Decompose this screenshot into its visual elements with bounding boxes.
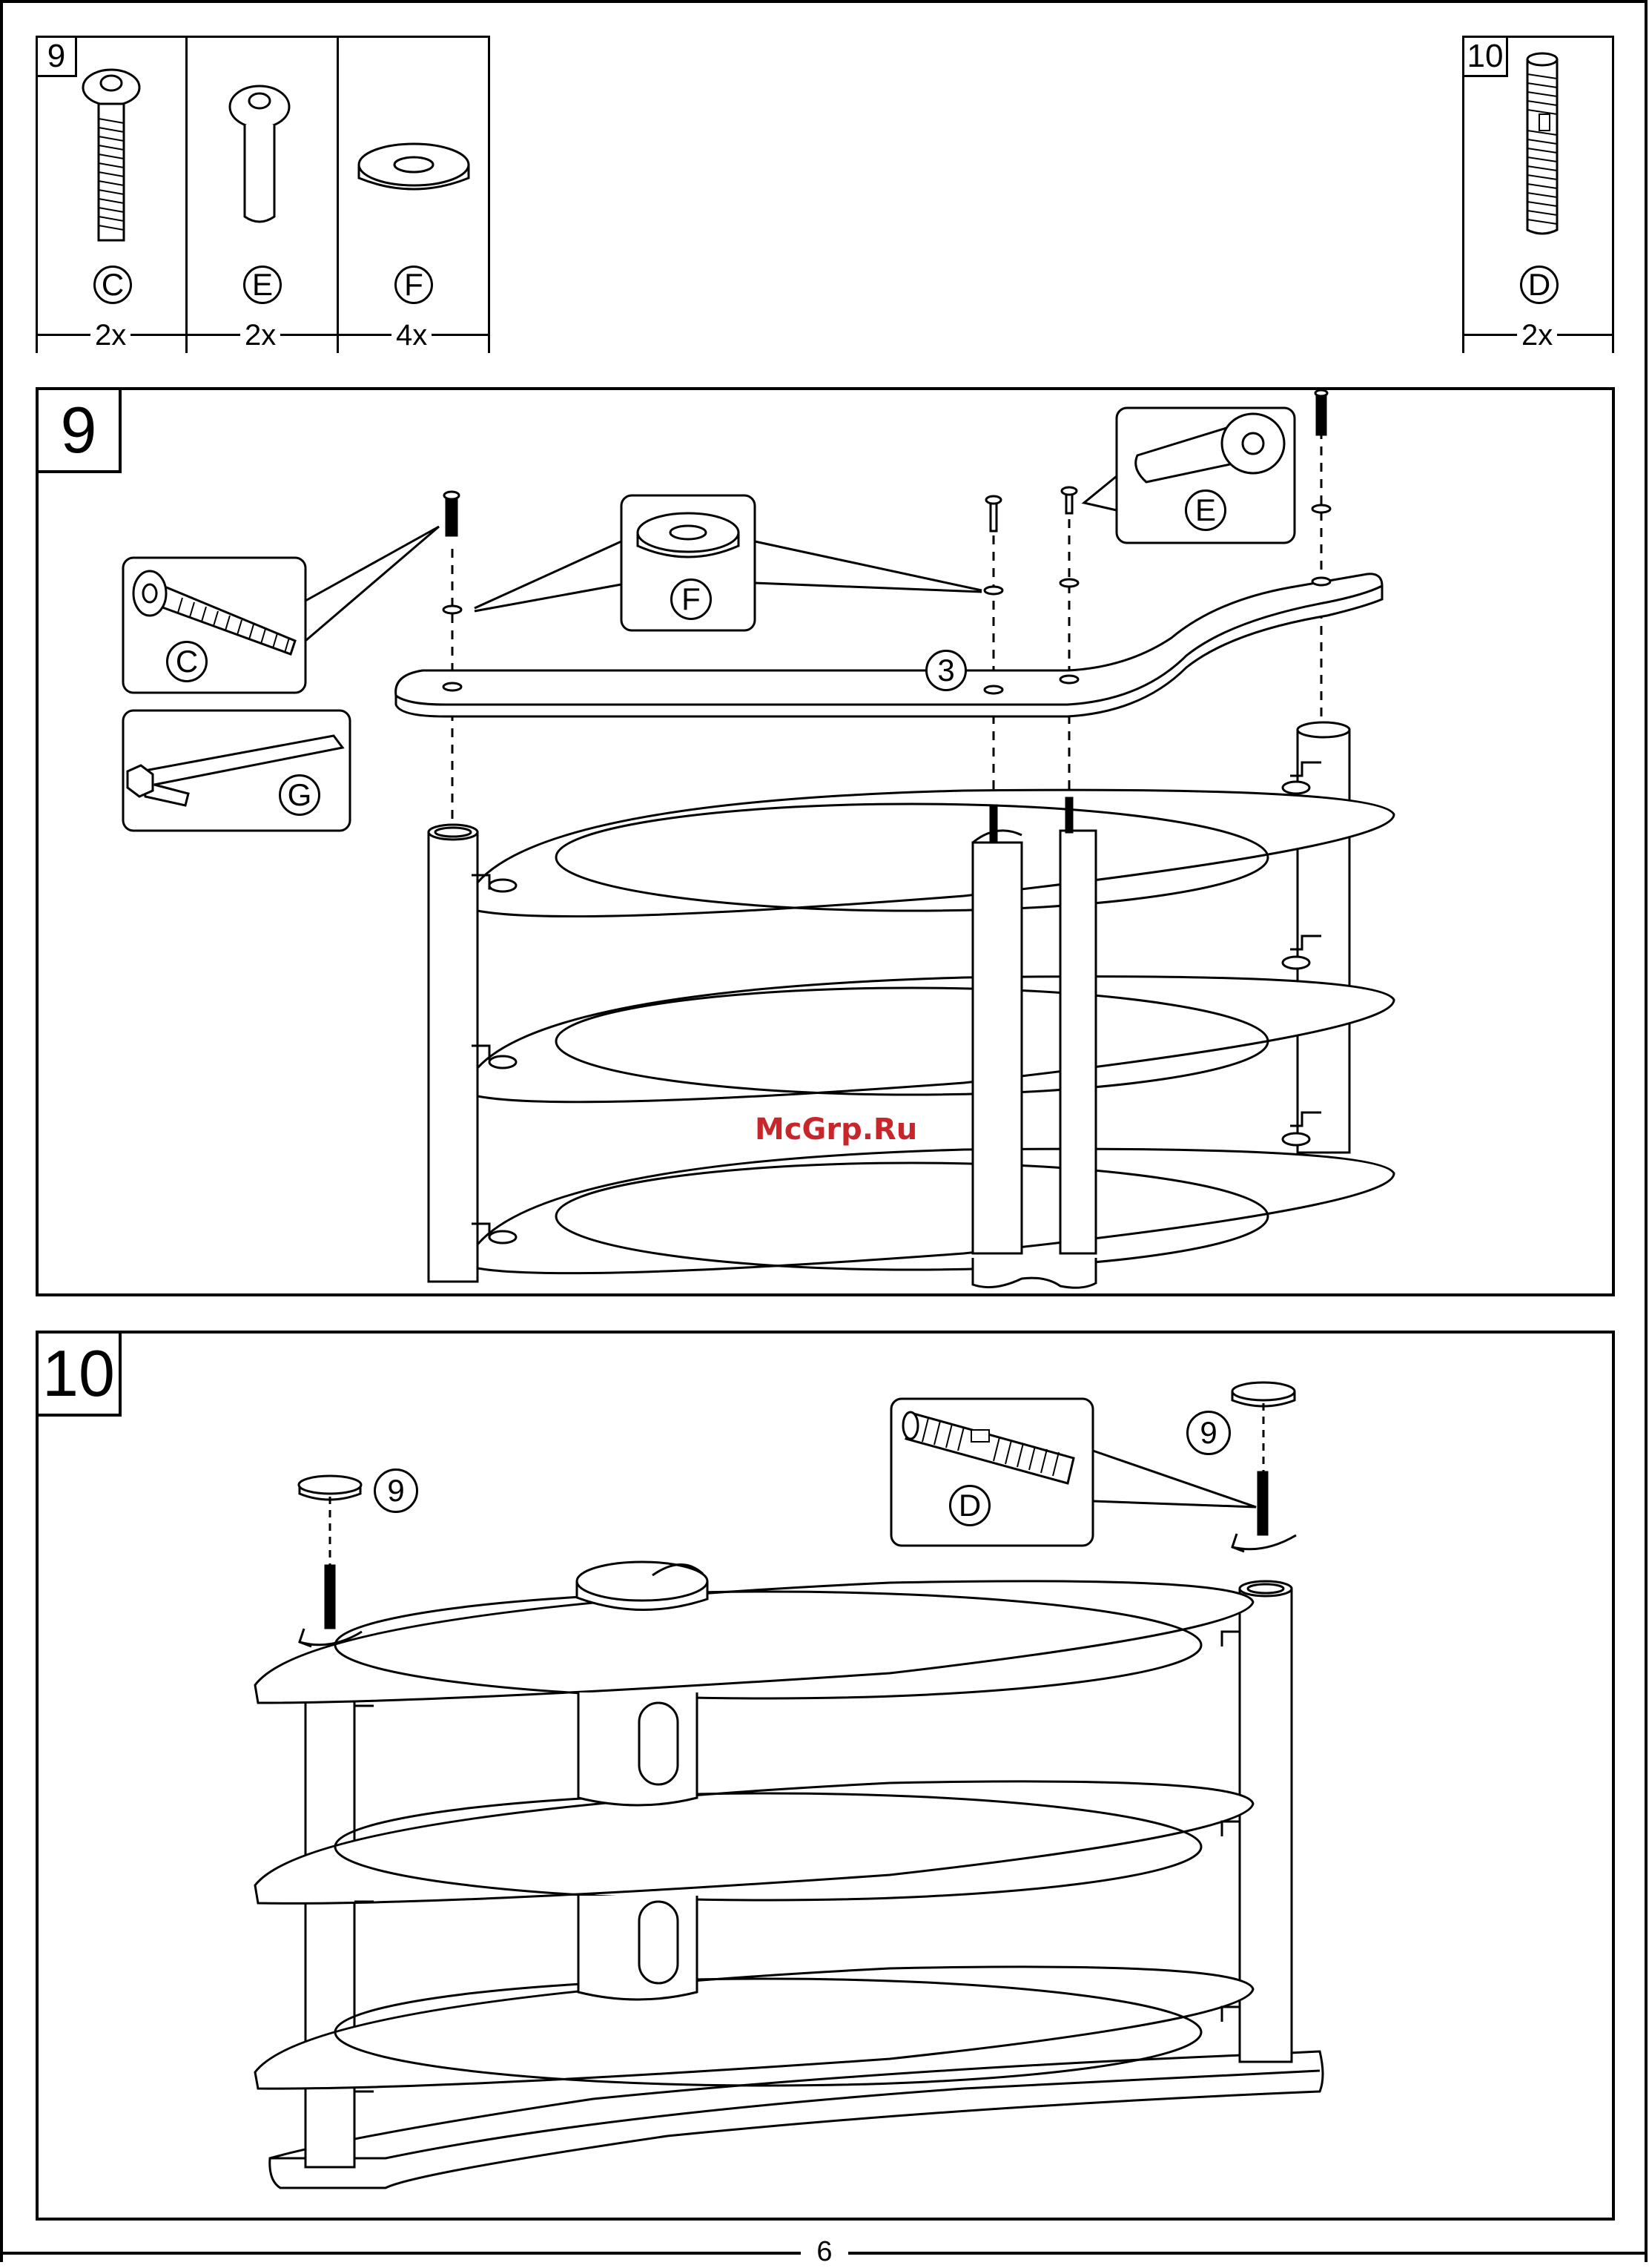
step10-cap-label-left: 9	[374, 1468, 418, 1513]
step10-cap-label-right: 9	[1186, 1411, 1231, 1455]
step10-callout-d: D	[949, 1485, 991, 1526]
shelf-unit-step10	[255, 1562, 1323, 2188]
